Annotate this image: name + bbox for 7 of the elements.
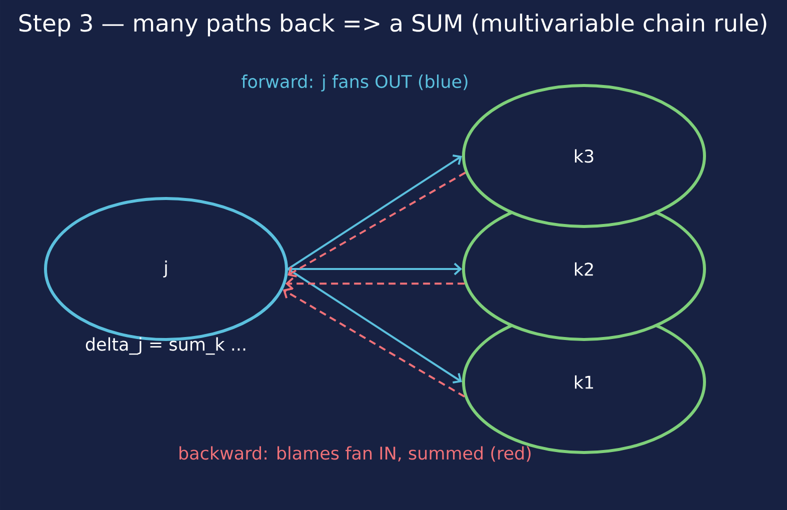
dashed-arrow: [288, 172, 466, 278]
dashed-arrow: [282, 288, 466, 398]
title: Step 3 — many paths back => a SUM (multivariable chain rule): [19, 14, 766, 36]
arrow: [287, 268, 462, 384]
dashed-arrow: [285, 277, 465, 290]
arrow: [288, 262, 462, 276]
arrow: [287, 154, 462, 270]
